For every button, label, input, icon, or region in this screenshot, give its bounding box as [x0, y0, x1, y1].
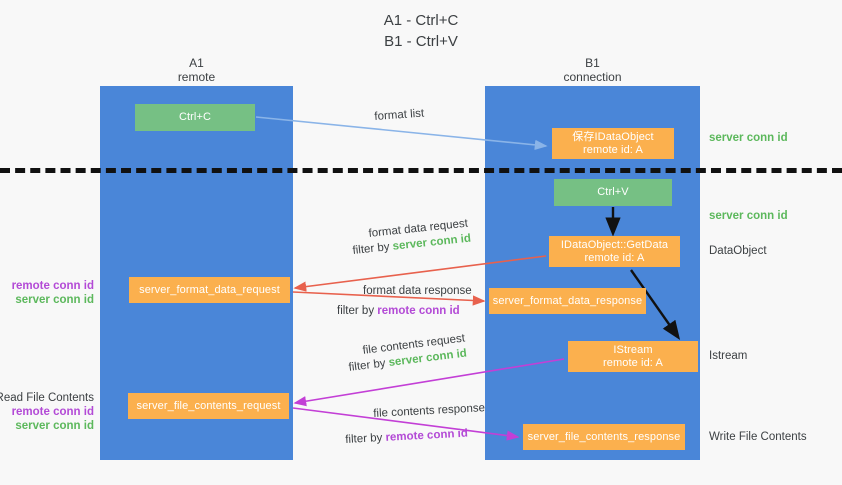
label-group-read-file-contents: Read File Contents remote conn id server… — [0, 391, 94, 433]
label-format-data-response: format data response — [363, 285, 472, 297]
column-header-b1: B1 connection — [563, 56, 622, 84]
page-title: A1 - Ctrl+C B1 - Ctrl+V — [383, 12, 459, 50]
box-idataobject-getdata: IDataObject::GetData remote id: A — [549, 236, 680, 267]
column-header-a1: A1 remote — [177, 56, 216, 84]
arrow-format-list — [255, 116, 548, 150]
label-write-file-contents: Write File Contents — [709, 431, 807, 443]
arrow-getdata-to-istream — [630, 269, 681, 340]
divider-dashed-line — [0, 168, 842, 173]
label-server-conn-id-top: server conn id — [709, 132, 788, 144]
label-group-conn-ids-upper: remote conn id server conn id — [12, 279, 94, 307]
label-server-conn-id-2: server conn id — [15, 420, 94, 432]
label-istream: Istream — [709, 350, 748, 362]
arrow-format-data-response — [292, 291, 486, 306]
arrow-file-contents-request — [293, 358, 565, 407]
arrow-file-contents-response — [292, 407, 520, 441]
label-remote-conn-id-2: remote conn id — [11, 406, 94, 418]
arrow-format-data-request — [293, 255, 547, 292]
filter-by-text-2: filter by — [337, 305, 375, 317]
label-read-file-contents: Read File Contents — [0, 392, 94, 404]
box-server-format-data-request: server_format_data_request — [129, 277, 290, 303]
filter-value-remote-conn-id-1: remote conn id — [377, 305, 460, 317]
box-ctrl-c: Ctrl+C — [135, 104, 255, 131]
label-server-conn-id-1: server conn id — [15, 294, 94, 306]
box-idataobject: 保存IDataObject remote id: A — [552, 128, 674, 159]
box-server-file-contents-response: server_file_contents_response — [523, 424, 685, 450]
box-istream: IStream remote id: A — [568, 341, 698, 372]
box-server-format-data-response: server_format_data_response — [489, 288, 646, 314]
label-remote-conn-id-1: remote conn id — [11, 280, 94, 292]
box-ctrl-v: Ctrl+V — [554, 179, 672, 206]
filter-by-text-4: filter by — [345, 432, 383, 446]
label-dataobject: DataObject — [709, 245, 767, 257]
label-server-conn-id-mid: server conn id — [709, 210, 788, 222]
label-filter-by-remote-conn-id-1: filter by remote conn id — [337, 305, 460, 317]
box-server-file-contents-request: server_file_contents_request — [128, 393, 289, 419]
